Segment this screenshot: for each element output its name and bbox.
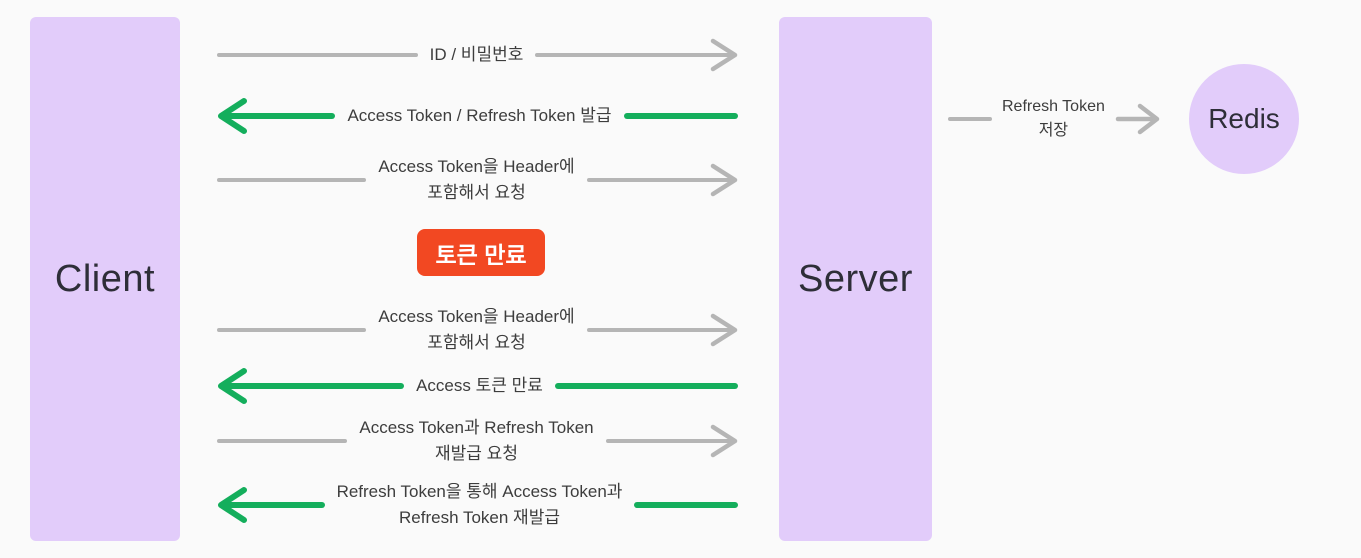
arrow-line [586, 327, 736, 333]
arrow-line [217, 177, 367, 183]
arrow-line [554, 383, 738, 389]
arrow-line [221, 502, 325, 508]
arrow-head-right-icon [710, 38, 738, 72]
arrow-head-right-icon [710, 313, 738, 347]
flow-arrow-issue-tokens: Access Token / Refresh Token 발급 [217, 97, 738, 135]
client-node-label: Client [54, 257, 156, 300]
arrow-line [535, 52, 737, 58]
flow-label: ID / 비밀번호 [429, 45, 524, 64]
flow-label: Access 토큰 만료 [416, 376, 543, 395]
arrow-line [217, 52, 418, 58]
redis-node-label: Redis [1208, 103, 1280, 134]
flow-arrow-token-expired: Access 토큰 만료 [217, 367, 738, 405]
client-node: Client [30, 17, 180, 541]
flow-arrow-id-password: ID / 비밀번호 [217, 38, 738, 72]
flow-column: ID / 비밀번호 Access Token / Refresh Token 발… [217, 0, 739, 558]
server-node-label: Server [798, 257, 913, 300]
flow-label: Access Token / Refresh Token 발급 [347, 106, 612, 125]
server-node: Server [779, 17, 932, 541]
arrow-line [586, 177, 736, 183]
arrow-line [634, 502, 739, 508]
redis-node: Redis [1189, 64, 1299, 174]
arrow-line [948, 116, 992, 122]
arrow-line [217, 327, 367, 333]
arrow-head-right-icon [710, 163, 738, 197]
token-expired-badge: 토큰 만료 [417, 229, 545, 276]
arrow-line [221, 383, 405, 389]
arrow-right-icon [1115, 103, 1160, 135]
arrow-head-right-icon [710, 424, 738, 458]
arrow-line [623, 113, 738, 119]
arrow-line [221, 113, 336, 119]
arrow-line [217, 438, 348, 444]
arrow-line [605, 438, 736, 444]
